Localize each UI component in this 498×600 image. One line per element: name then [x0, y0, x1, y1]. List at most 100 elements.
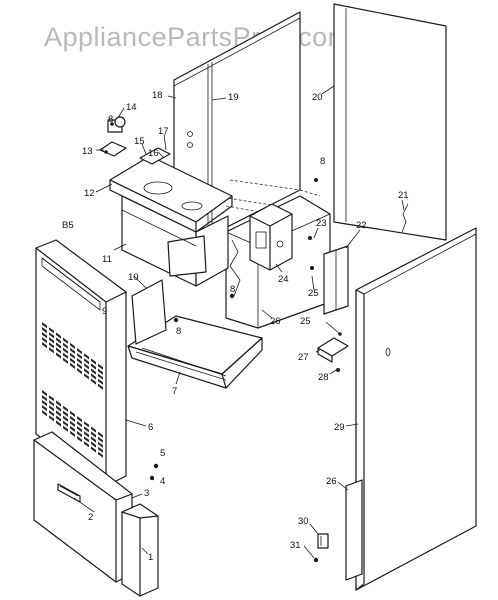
callout: 25	[308, 288, 319, 299]
callout: 20	[312, 92, 323, 103]
louver-slot	[42, 390, 47, 397]
louver-slot	[49, 410, 54, 417]
louver-slot	[49, 332, 54, 339]
louver-slot	[91, 358, 96, 365]
louver-slot	[56, 400, 61, 407]
leader-lines	[73, 85, 405, 559]
louver-slot	[91, 426, 96, 433]
callout: 3	[144, 488, 149, 499]
louver-slot	[56, 347, 61, 354]
callout: 16	[148, 148, 159, 159]
louver-slot	[77, 363, 82, 370]
callout: 6	[148, 422, 153, 433]
louver-slot	[63, 357, 68, 364]
louver-slot	[84, 363, 89, 370]
louver-slot	[49, 405, 54, 412]
louver-slot	[77, 426, 82, 433]
louver-slot	[42, 395, 47, 402]
louver-slot	[70, 342, 75, 349]
callout: 19	[228, 92, 239, 103]
louver-slot	[56, 415, 61, 422]
heat-exchanger	[121, 195, 229, 287]
callout: 22	[356, 220, 367, 231]
louver-slot	[63, 420, 68, 427]
louver-slot	[63, 425, 68, 432]
louver-slot	[42, 337, 47, 344]
control-box	[249, 203, 293, 271]
louver-slot	[91, 373, 96, 380]
callout: 4	[160, 476, 165, 487]
callout: 26	[270, 316, 281, 327]
louver-slot	[84, 368, 89, 375]
louver-slot	[98, 431, 103, 438]
louver-slot	[91, 441, 96, 448]
louver-slot	[98, 446, 103, 453]
louver-slot	[77, 353, 82, 360]
callout: 18	[152, 90, 163, 101]
side-channel	[323, 245, 349, 315]
louver-slot	[63, 405, 68, 412]
callout-labels: 1 2 3 4 5 6 7 8 8 8 8 9 10 11 12 13 14 1…	[82, 90, 409, 563]
bracket	[317, 337, 349, 363]
louver-slot	[56, 332, 61, 339]
callout: 23	[316, 218, 327, 229]
figure-tag: B5	[62, 220, 74, 231]
baffle	[131, 279, 167, 345]
callout: 2	[88, 512, 93, 523]
louver-slot	[98, 451, 103, 458]
callout: 30	[298, 516, 309, 527]
louver-slot	[84, 373, 89, 380]
louver-slot	[91, 446, 96, 453]
callout: 14	[126, 102, 137, 113]
callout: 26	[326, 476, 337, 487]
louver-slot	[56, 352, 61, 359]
louver-slot	[56, 342, 61, 349]
front-panel	[345, 227, 477, 591]
louver-slot	[84, 421, 89, 428]
louver-slot	[63, 342, 68, 349]
upper-louvers	[42, 322, 103, 390]
louver-slot	[70, 415, 75, 422]
louver-slot	[70, 410, 75, 417]
louver-slot	[42, 405, 47, 412]
louver-slot	[98, 378, 103, 385]
louver-slot	[84, 353, 89, 360]
callout: 31	[290, 540, 301, 551]
watermark: AppliancePartsPros.com	[44, 22, 351, 52]
callout: 11	[102, 254, 112, 265]
louver-slot	[70, 362, 75, 369]
callout: 17	[158, 126, 169, 137]
louver-slot	[70, 430, 75, 437]
callout: 27	[298, 352, 309, 363]
louver-slot	[77, 358, 82, 365]
louver-slot	[77, 368, 82, 375]
louver-slot	[77, 416, 82, 423]
callout: 1	[148, 552, 153, 563]
louver-slot	[84, 426, 89, 433]
callout: 13	[82, 146, 93, 157]
clip	[317, 533, 329, 549]
callout: 29	[334, 422, 345, 433]
louver-slot	[49, 327, 54, 334]
louver-slot	[49, 342, 54, 349]
filter	[121, 503, 159, 597]
louver-slot	[98, 441, 103, 448]
access-panel	[33, 431, 133, 583]
callout: 8	[320, 156, 325, 167]
louver-slot	[63, 352, 68, 359]
louver-slot	[98, 368, 103, 375]
callout: 12	[84, 188, 95, 199]
louver-slot	[42, 327, 47, 334]
louver-slot	[91, 368, 96, 375]
louver-slot	[77, 431, 82, 438]
louver-slot	[56, 420, 61, 427]
louver-slot	[91, 378, 96, 385]
louver-slot	[98, 363, 103, 370]
callout: 24	[278, 274, 289, 285]
lower-louvers	[42, 390, 103, 458]
louver-slot	[49, 337, 54, 344]
callout: 9	[102, 306, 107, 317]
louver-slot	[91, 436, 96, 443]
louver-slot	[42, 322, 47, 329]
